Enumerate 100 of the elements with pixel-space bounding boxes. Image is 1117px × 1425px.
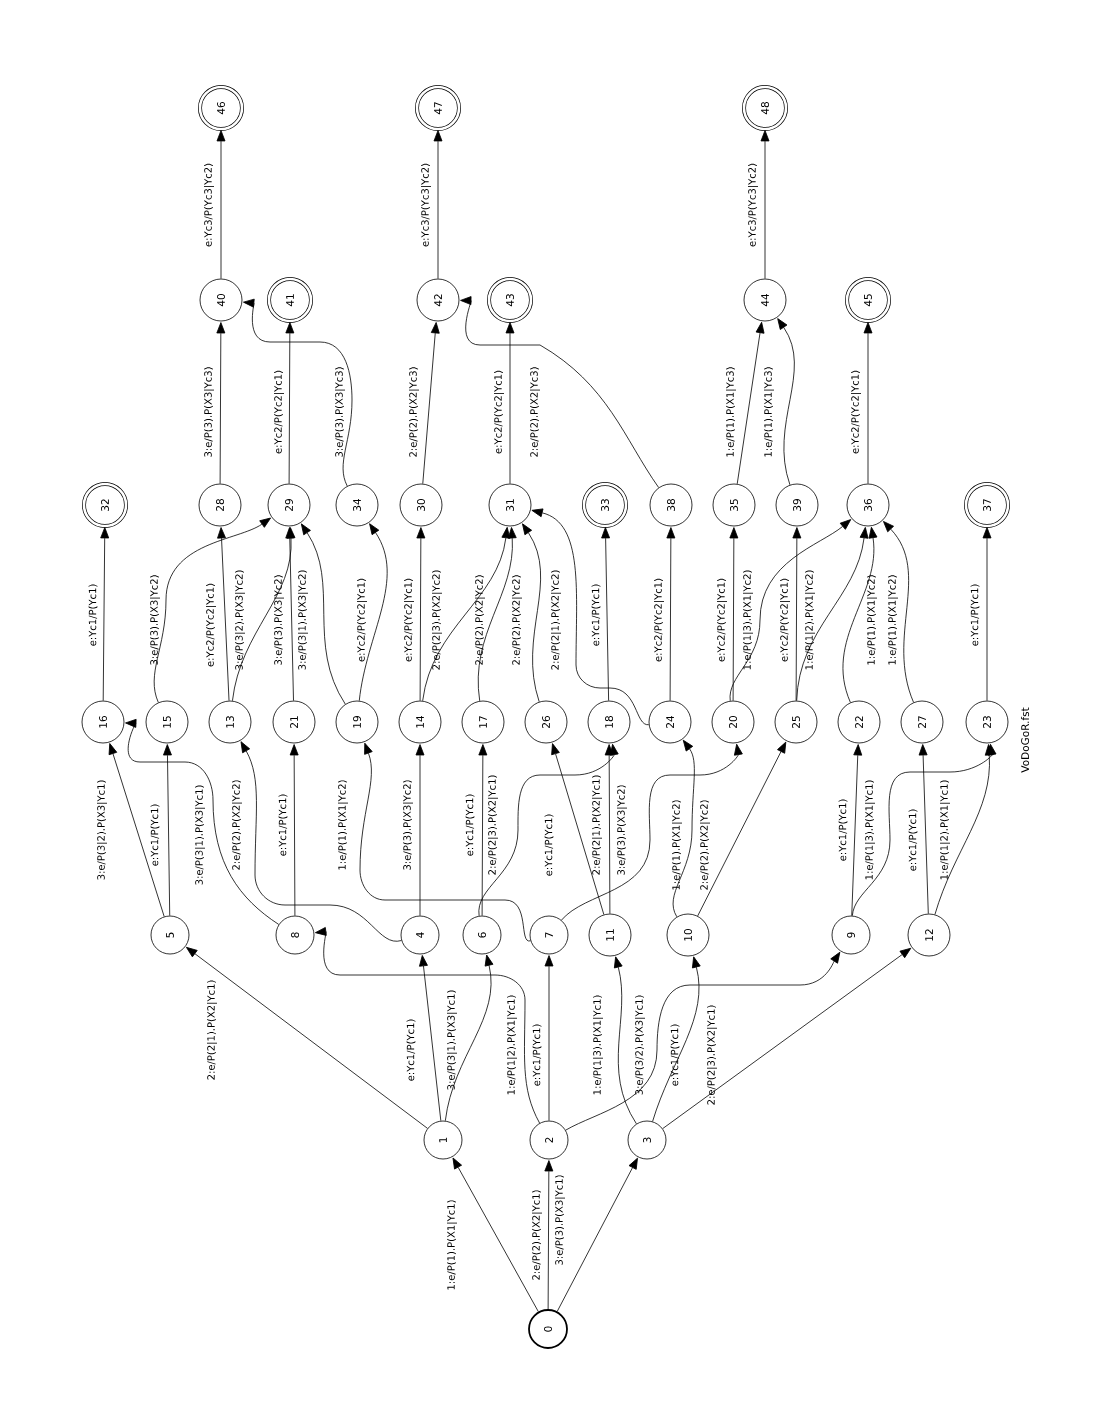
- arrow: [422, 526, 511, 702]
- edge-label: 2:e/P(2).P(X2|Yc3): [530, 367, 540, 457]
- edge-label: 2:e/P(2|1).P(X2|Yc2): [551, 570, 561, 670]
- arrow: [777, 318, 795, 486]
- edge-label: 1:e/P(1).P(X1|Yc3): [726, 367, 736, 457]
- arrow: [300, 523, 346, 705]
- edge-label: e:Yc2/P(Yc2|Yc1): [357, 578, 367, 662]
- arrow: [153, 517, 271, 703]
- arrow: [544, 955, 554, 1121]
- arrow: [285, 527, 295, 701]
- edge-label: e:Yc2/P(Yc2|Yc1): [717, 578, 727, 662]
- arrow: [760, 130, 770, 279]
- edge-label: 2:e/P(2|3).P(X2|Yc2): [432, 570, 442, 670]
- edge-label: e:Yc1/P(Yc1): [465, 794, 475, 856]
- edge-label: 3:e/P(3|1).P(X3|Yc1): [447, 990, 457, 1090]
- edge-label: 3:e/P(3|2).P(X3|Yc1): [97, 780, 107, 880]
- edge-label: e:Yc1/P(Yc1): [970, 584, 980, 646]
- arrow: [285, 322, 295, 484]
- edge-label: e:Yc1/P(Yc1): [88, 584, 98, 646]
- arrow: [662, 947, 912, 1129]
- arrow: [613, 956, 637, 1125]
- arrow: [842, 526, 878, 703]
- edge-label: e:Yc1/P(Yc1): [838, 799, 848, 861]
- edge-label: 2:e/P(2|3).P(X2|Yc1): [707, 1005, 717, 1105]
- arrow: [100, 527, 110, 701]
- edge-label: 1:e/P(1|3).P(X1|Yc2): [743, 570, 753, 670]
- arrow: [216, 322, 226, 484]
- arrow: [556, 1157, 638, 1312]
- edge-label: 2:e/P(2).P(X2|Yc2): [232, 780, 242, 870]
- arrow: [422, 322, 440, 485]
- edge-label: 3:e/P(3).P(X3|Yc2): [403, 780, 413, 870]
- arrow: [415, 744, 425, 916]
- arrow: [544, 1160, 554, 1310]
- edge-label: 2:e/P(2|1).P(X2|Yc1): [207, 980, 217, 1080]
- edge-label: 3:e/P(3).P(X3|Yc1): [555, 1175, 565, 1265]
- arrow: [477, 527, 517, 702]
- edge-label: e:Yc1/P(Yc1): [532, 1024, 542, 1086]
- arrow: [478, 743, 619, 917]
- edge-label: e:Yc1/P(Yc1): [591, 584, 601, 646]
- arrow: [125, 718, 280, 925]
- edge-label: 3:e/P(3).P(X3|Yc3): [204, 367, 214, 457]
- edge-label: 1:e/P(1|2).P(X1|Yc1): [507, 995, 517, 1095]
- arrow: [652, 956, 701, 1122]
- arrow: [460, 296, 660, 488]
- arrow: [736, 321, 765, 485]
- arrow: [729, 527, 739, 701]
- edge-label: e:Yc2/P(Yc2|Yc1): [851, 370, 861, 454]
- arrow: [729, 519, 852, 702]
- arrow: [505, 322, 515, 484]
- arrow: [796, 527, 869, 701]
- arrow: [792, 527, 802, 701]
- edge-label: 2:e/P(2).P(X2|Yc2): [700, 800, 710, 890]
- edge-label: 3:e/P(3).P(X3|Yc2): [150, 575, 160, 665]
- edge-label: 1:e/P(1).P(X1|Yc2): [867, 575, 877, 665]
- edge-label: 3:e/P(3).P(X3|Yc3): [335, 367, 345, 457]
- edge-label: e:Yc2/P(Yc2|Yc1): [494, 370, 504, 454]
- arrow: [243, 298, 353, 487]
- arrow: [851, 744, 863, 917]
- edge-label: 1:e/P(1).P(X1|Yc2): [672, 800, 682, 890]
- edge-label: e:Yc2/P(Yc2|Yc1): [780, 578, 790, 662]
- edge-label: 1:e/P(1|2).P(X1|Yc1): [940, 780, 950, 880]
- arrow: [522, 523, 541, 703]
- edge-label: e:Yc2/P(Yc2|Yc1): [654, 578, 664, 662]
- arrow: [672, 739, 695, 918]
- edge-label: e:Yc1/P(Yc1): [406, 1019, 416, 1081]
- edge-label: 2:e/P(2).P(X2|Yc1): [532, 1190, 542, 1280]
- arrow: [531, 508, 650, 726]
- edge-label: 1:e/P(1|3).P(X1|Yc1): [593, 995, 603, 1095]
- edge-label: 2:e/P(2).P(X2|Yc2): [512, 575, 522, 665]
- edge-label: e:Yc1/P(Yc1): [908, 809, 918, 871]
- edge-label: e:Yc2/P(Yc2|Yc1): [274, 370, 284, 454]
- arrow: [444, 954, 494, 1122]
- arrow: [289, 744, 299, 916]
- edge-label: e:Yc2/P(Yc2|Yc1): [404, 578, 414, 662]
- arrow: [601, 527, 611, 701]
- edge-label: 3:e/P(3).P(X3|Yc2): [274, 575, 284, 665]
- edge-label: e:Yc1/P(Yc1): [670, 1024, 680, 1086]
- arrow: [419, 955, 442, 1122]
- edge-label: 3:e/P(3).P(X3|Yc2): [617, 785, 627, 875]
- arrow: [315, 927, 540, 1124]
- arrow: [918, 744, 929, 915]
- arrow: [240, 741, 402, 942]
- edge-label: 2:e/P(2).P(X2|Yc3): [409, 367, 419, 457]
- arrow: [883, 521, 914, 703]
- edge-label: 2:e/P(2).P(X2|Yc2): [475, 575, 485, 665]
- arrow: [108, 743, 165, 917]
- arrow: [863, 322, 873, 484]
- arrow: [565, 951, 841, 1131]
- arrow: [217, 527, 230, 702]
- arrow: [186, 946, 428, 1129]
- arrow: [478, 744, 488, 916]
- edge-label: 3:e/P(3|1).P(X3|Yc2): [298, 570, 308, 670]
- edge-label: 3:e/P(3|1).P(X3|Yc1): [195, 785, 205, 885]
- file-name: VoDoGoR.fst: [1020, 707, 1030, 773]
- edge-label: e:Yc3/P(Yc3|Yc2): [748, 163, 758, 247]
- arrow: [216, 130, 226, 279]
- edge-label: 1:e/P(1|3).P(X1|Yc1): [865, 780, 875, 880]
- arrow: [561, 743, 743, 921]
- edge-label: e:Yc1/P(Yc1): [544, 814, 554, 876]
- edge-label: 1:e/P(1).P(X1|Yc1): [447, 1200, 457, 1290]
